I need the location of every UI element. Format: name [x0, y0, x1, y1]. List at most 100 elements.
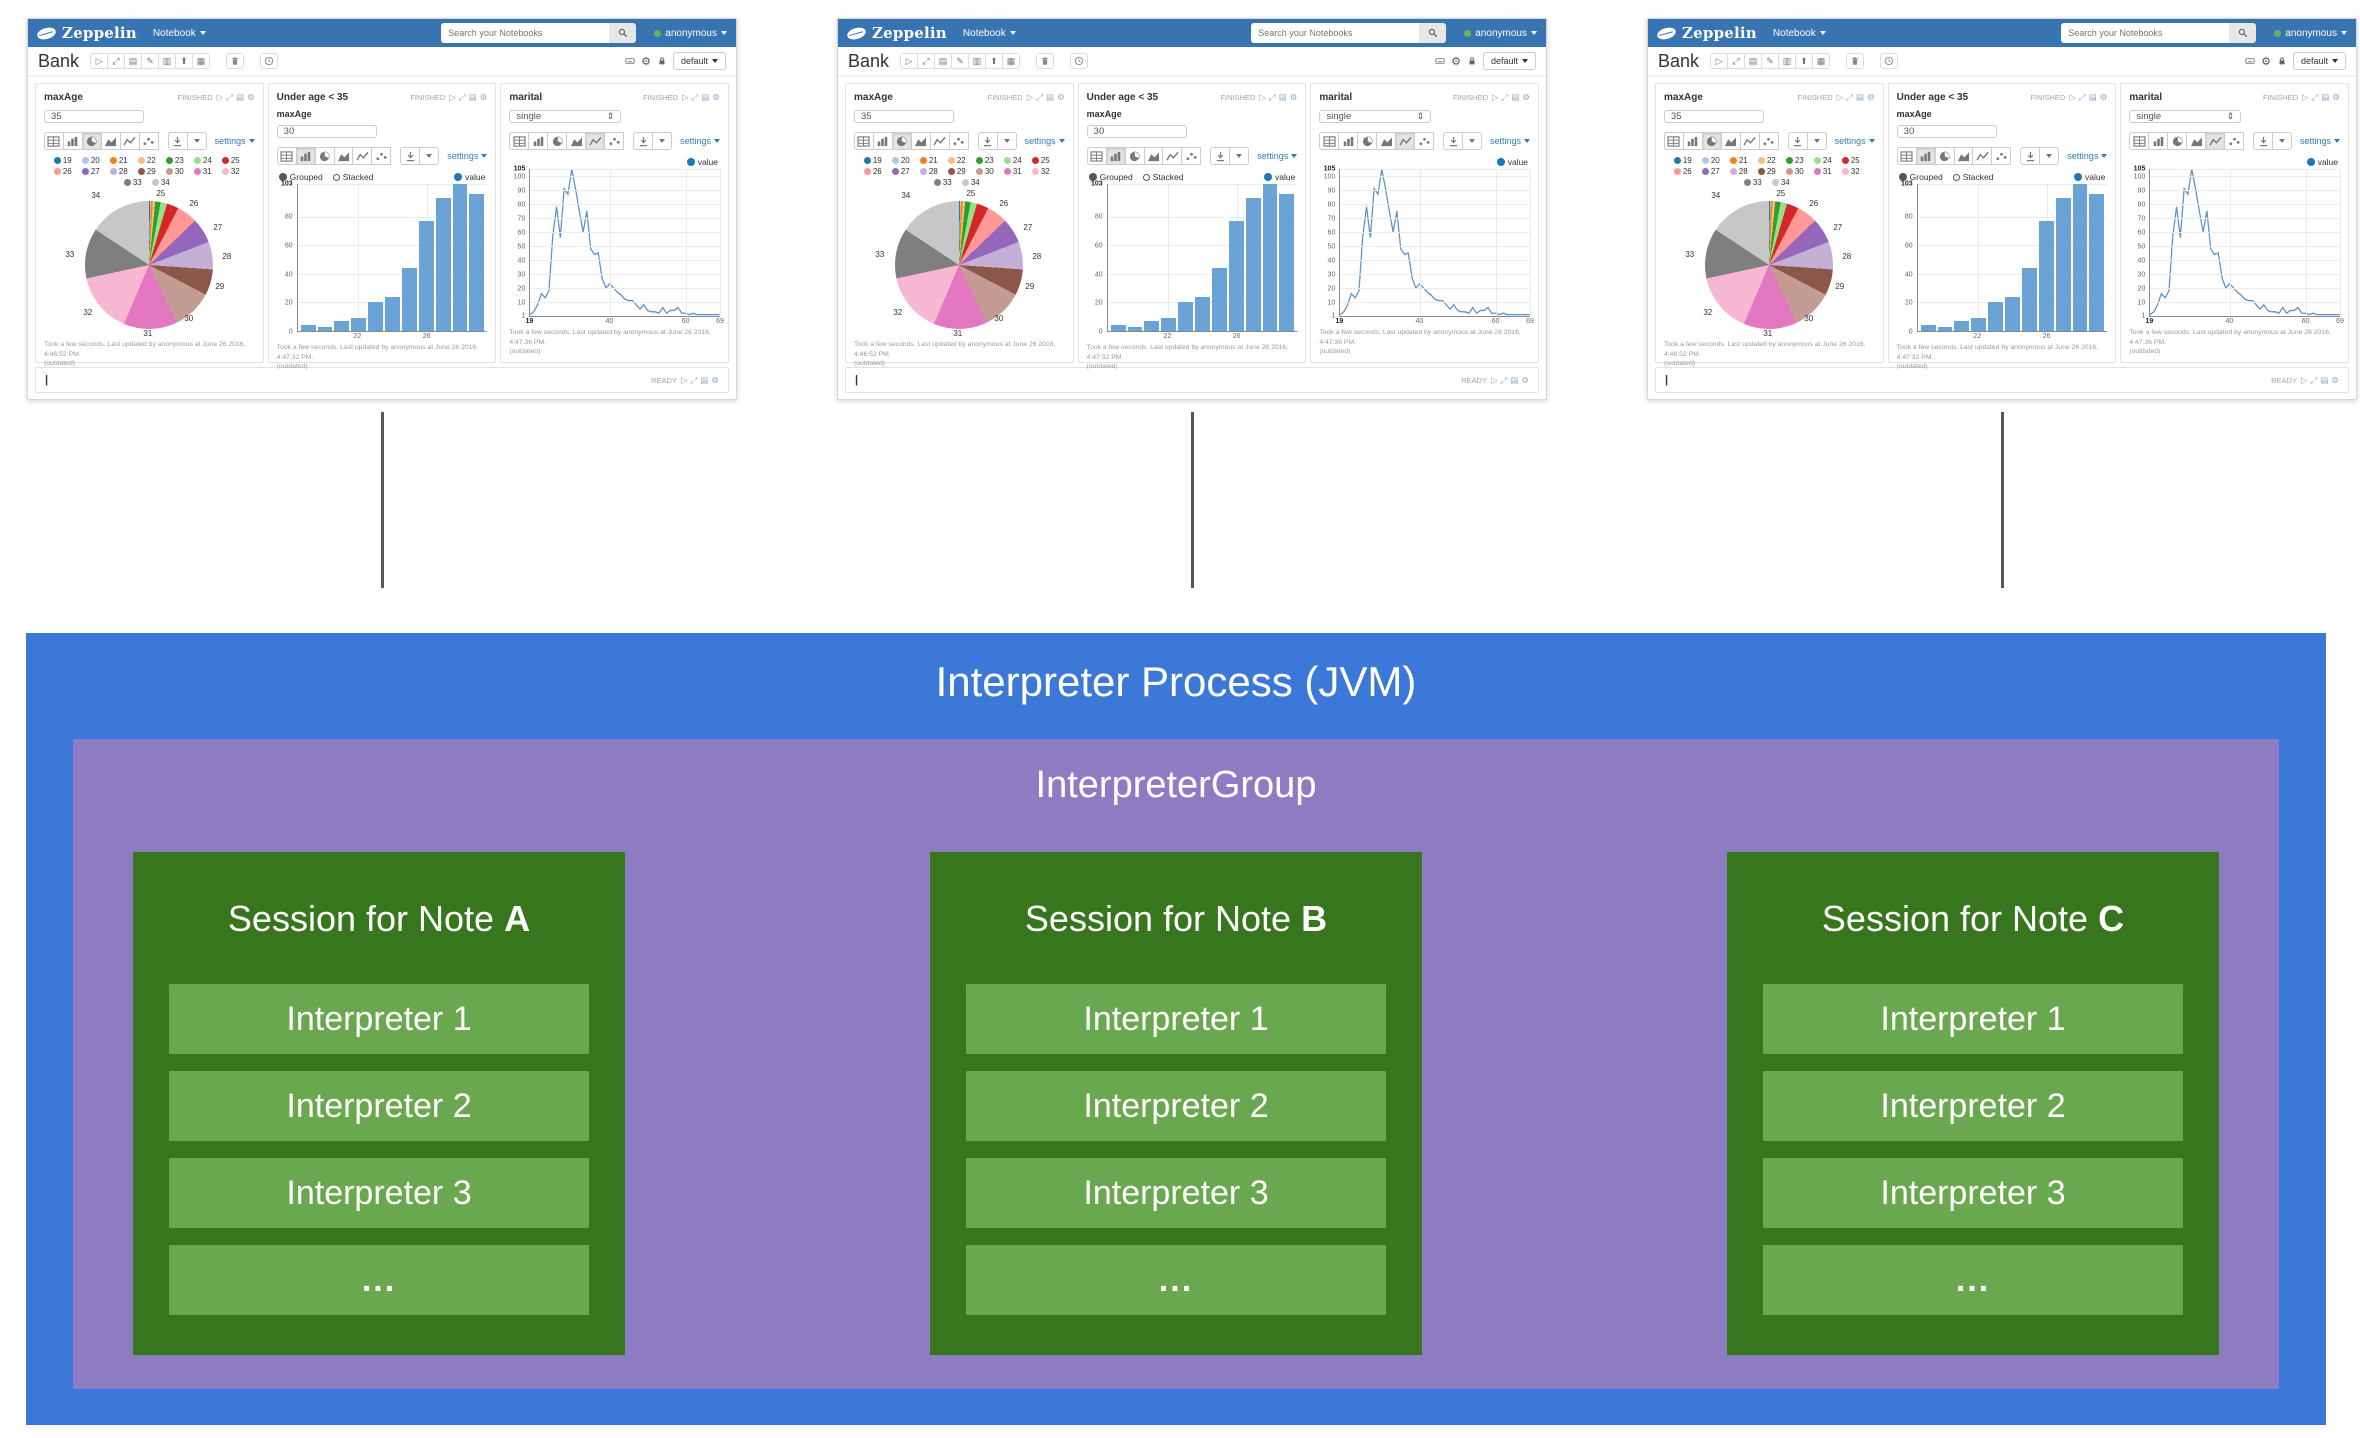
paragraph-settings-icon[interactable]: ⚙: [2332, 92, 2341, 102]
scatter-chart-button[interactable]: [371, 147, 392, 165]
gear-icon[interactable]: ⚙: [641, 55, 651, 68]
run-paragraph-icon[interactable]: ▷: [2300, 374, 2308, 385]
bar-chart-button[interactable]: [1105, 147, 1126, 165]
lock-icon[interactable]: [1467, 56, 1477, 66]
legend-stacked[interactable]: Stacked: [332, 172, 373, 182]
expand-paragraph-icon[interactable]: ⤢: [1036, 92, 1044, 102]
bar[interactable]: [1988, 302, 2004, 331]
legend-item[interactable]: 26: [53, 167, 77, 176]
maxage-input[interactable]: [1896, 125, 1997, 138]
pie-chart-button[interactable]: [1701, 132, 1722, 150]
legend-item[interactable]: 22: [947, 156, 971, 165]
scatter-chart-button[interactable]: [1991, 147, 2012, 165]
gear-icon[interactable]: ⚙: [1451, 55, 1461, 68]
legend-item[interactable]: 34: [961, 178, 985, 187]
legend-item[interactable]: 29: [1757, 167, 1781, 176]
legend-item[interactable]: 28: [109, 167, 133, 176]
legend-item[interactable]: 23: [165, 156, 189, 165]
paragraph-settings-icon[interactable]: ⚙: [1867, 92, 1875, 102]
legend-item[interactable]: 33: [933, 178, 957, 187]
bar[interactable]: [2089, 194, 2105, 331]
legend-grouped[interactable]: Grouped: [278, 172, 323, 182]
settings-toggle[interactable]: settings: [2300, 136, 2340, 146]
pie-chart-button[interactable]: [891, 132, 912, 150]
legend-stacked[interactable]: Stacked: [1952, 172, 1993, 182]
toggle-editor-icon[interactable]: ▤: [236, 92, 245, 102]
scatter-chart-button[interactable]: [1181, 147, 1202, 165]
table-chart-button[interactable]: [854, 132, 874, 150]
scatter-chart-button[interactable]: [1414, 132, 1435, 151]
legend-item[interactable]: 26: [863, 167, 887, 176]
legend-item[interactable]: 30: [1785, 167, 1809, 176]
legend-item[interactable]: 24: [193, 156, 217, 165]
export-note-icon[interactable]: ⬆: [175, 53, 194, 69]
area-chart-button[interactable]: [1143, 147, 1164, 165]
run-paragraph-icon[interactable]: ▷: [1492, 92, 1499, 102]
bar[interactable]: [1195, 296, 1210, 331]
settings-toggle[interactable]: settings: [1025, 136, 1065, 146]
download-button[interactable]: [1210, 147, 1231, 165]
area-chart-button[interactable]: [910, 132, 931, 150]
expand-paragraph-icon[interactable]: ⤢: [226, 92, 234, 102]
bar[interactable]: [1127, 326, 1143, 331]
bar[interactable]: [351, 318, 367, 331]
download-caret-button[interactable]: [652, 132, 672, 151]
version-control-icon[interactable]: ▦: [1002, 53, 1021, 69]
search-input[interactable]: [2061, 23, 2230, 43]
download-caret-button[interactable]: [2039, 147, 2060, 165]
interpreter-binding-button[interactable]: default: [1482, 52, 1536, 70]
legend-item[interactable]: 20: [1701, 156, 1725, 165]
bar[interactable]: [368, 302, 384, 331]
toggle-code-icon[interactable]: ⤢: [917, 53, 936, 69]
area-chart-button[interactable]: [333, 147, 354, 165]
keyboard-shortcuts-icon[interactable]: [2245, 56, 2255, 66]
bar-chart-button[interactable]: [2148, 132, 2169, 151]
legend-item[interactable]: 28: [1729, 167, 1753, 176]
legend-item[interactable]: 27: [81, 167, 105, 176]
maxage-input[interactable]: [854, 110, 954, 123]
bar[interactable]: [1161, 318, 1177, 331]
expand-paragraph-icon[interactable]: ⤢: [1500, 374, 1508, 385]
line-chart-button[interactable]: [929, 132, 950, 150]
empty-paragraph[interactable]: | READY▷⤢▤⚙: [845, 367, 1539, 393]
run-all-paragraphs-icon[interactable]: ▷: [900, 53, 919, 69]
run-paragraph-icon[interactable]: ▷: [1026, 92, 1034, 102]
line-chart-button[interactable]: [1972, 147, 1993, 165]
area-chart-button[interactable]: [1953, 147, 1974, 165]
clone-note-icon[interactable]: ▥: [158, 53, 177, 69]
scatter-chart-button[interactable]: [604, 132, 625, 151]
legend-item[interactable]: 21: [919, 156, 943, 165]
toggle-editor-icon[interactable]: ▤: [1511, 92, 1520, 102]
export-note-icon[interactable]: ⬆: [1795, 53, 1814, 69]
download-button[interactable]: [2020, 147, 2041, 165]
run-paragraph-icon[interactable]: ▷: [449, 92, 456, 102]
area-chart-button[interactable]: [2186, 132, 2207, 151]
pie-chart[interactable]: [895, 201, 1024, 329]
notebook-menu[interactable]: Notebook: [153, 28, 206, 39]
legend-item[interactable]: 19: [863, 156, 887, 165]
legend-item[interactable]: 24: [1813, 156, 1837, 165]
legend-item[interactable]: 29: [947, 167, 971, 176]
area-chart-button[interactable]: [566, 132, 587, 151]
paragraph-settings-icon[interactable]: ⚙: [2331, 374, 2339, 385]
legend-value[interactable]: value: [2074, 172, 2105, 182]
run-paragraph-icon[interactable]: ▷: [682, 92, 689, 102]
maxage-input[interactable]: [1664, 110, 1764, 123]
legend-item[interactable]: 31: [1003, 167, 1027, 176]
scatter-chart-button[interactable]: [948, 132, 969, 150]
pie-chart-button[interactable]: [81, 132, 102, 150]
legend-item[interactable]: 33: [1743, 178, 1767, 187]
schedule-note-button[interactable]: [260, 53, 279, 69]
legend-item[interactable]: 31: [1813, 167, 1837, 176]
legend-item[interactable]: 32: [1841, 167, 1865, 176]
legend-item[interactable]: 21: [109, 156, 133, 165]
settings-toggle[interactable]: settings: [215, 136, 255, 146]
marital-select[interactable]: single⇕: [509, 110, 622, 124]
toggle-output-icon[interactable]: ▤: [124, 53, 143, 69]
bar[interactable]: [1211, 268, 1227, 331]
toggle-editor-icon[interactable]: ▤: [1046, 92, 1055, 102]
download-button[interactable]: [633, 132, 654, 151]
paragraph-settings-icon[interactable]: ⚙: [247, 92, 255, 102]
bar[interactable]: [1110, 325, 1126, 331]
bar-chart-button[interactable]: [295, 147, 316, 165]
